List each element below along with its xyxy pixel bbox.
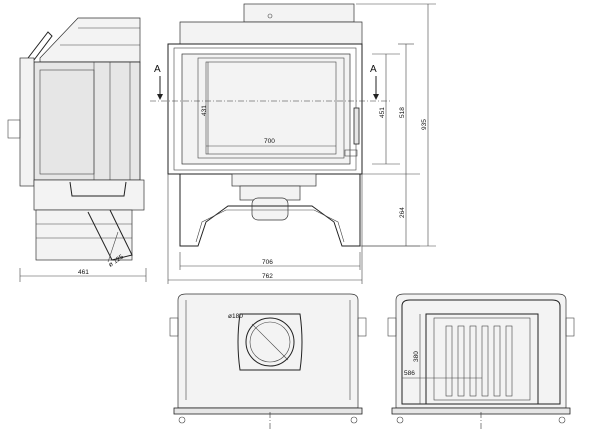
front-inner-height: 451 xyxy=(379,107,386,118)
side-flue-pipe xyxy=(87,209,133,261)
side-view: ø 125 461 xyxy=(7,17,147,282)
section-mark-right: A xyxy=(370,64,377,75)
front-total-height: 935 xyxy=(421,119,428,130)
rear-panel xyxy=(425,313,539,405)
side-depth-label: 461 xyxy=(78,269,89,276)
side-body xyxy=(33,61,141,181)
rear-height-label: 380 xyxy=(413,351,420,362)
bottom-body xyxy=(177,293,359,409)
front-total-width: 762 xyxy=(262,273,273,280)
rear-vent-grille xyxy=(445,325,513,397)
front-door-handle xyxy=(353,107,360,145)
front-flue-collar xyxy=(243,3,355,23)
rear-width-label: 586 xyxy=(404,370,415,377)
side-ash-box xyxy=(33,179,145,211)
section-mark-left: A xyxy=(154,64,161,75)
front-outer-height: 518 xyxy=(399,107,406,118)
front-door-width: 700 xyxy=(264,138,275,145)
rear-body xyxy=(395,293,567,409)
front-view: A A 700 431 706 762 451 518 xyxy=(150,3,436,284)
side-door-plate xyxy=(19,57,35,187)
front-base-width: 706 xyxy=(262,259,273,266)
side-hood xyxy=(39,17,141,63)
side-lever xyxy=(27,31,53,61)
rear-view: 380 586 xyxy=(387,293,575,430)
front-hood xyxy=(179,21,363,45)
front-flue-outlet xyxy=(251,197,289,221)
front-base-height: 264 xyxy=(399,207,406,218)
bottom-view: ø180 xyxy=(169,293,367,430)
side-base xyxy=(35,209,133,261)
bottom-flue-diameter: ø180 xyxy=(228,313,243,320)
front-glass-door xyxy=(181,53,351,165)
bottom-flue-housing xyxy=(237,313,303,371)
front-base-stand xyxy=(179,174,361,247)
bottom-flue-opening xyxy=(245,317,295,367)
front-glass-height: 431 xyxy=(201,105,208,116)
